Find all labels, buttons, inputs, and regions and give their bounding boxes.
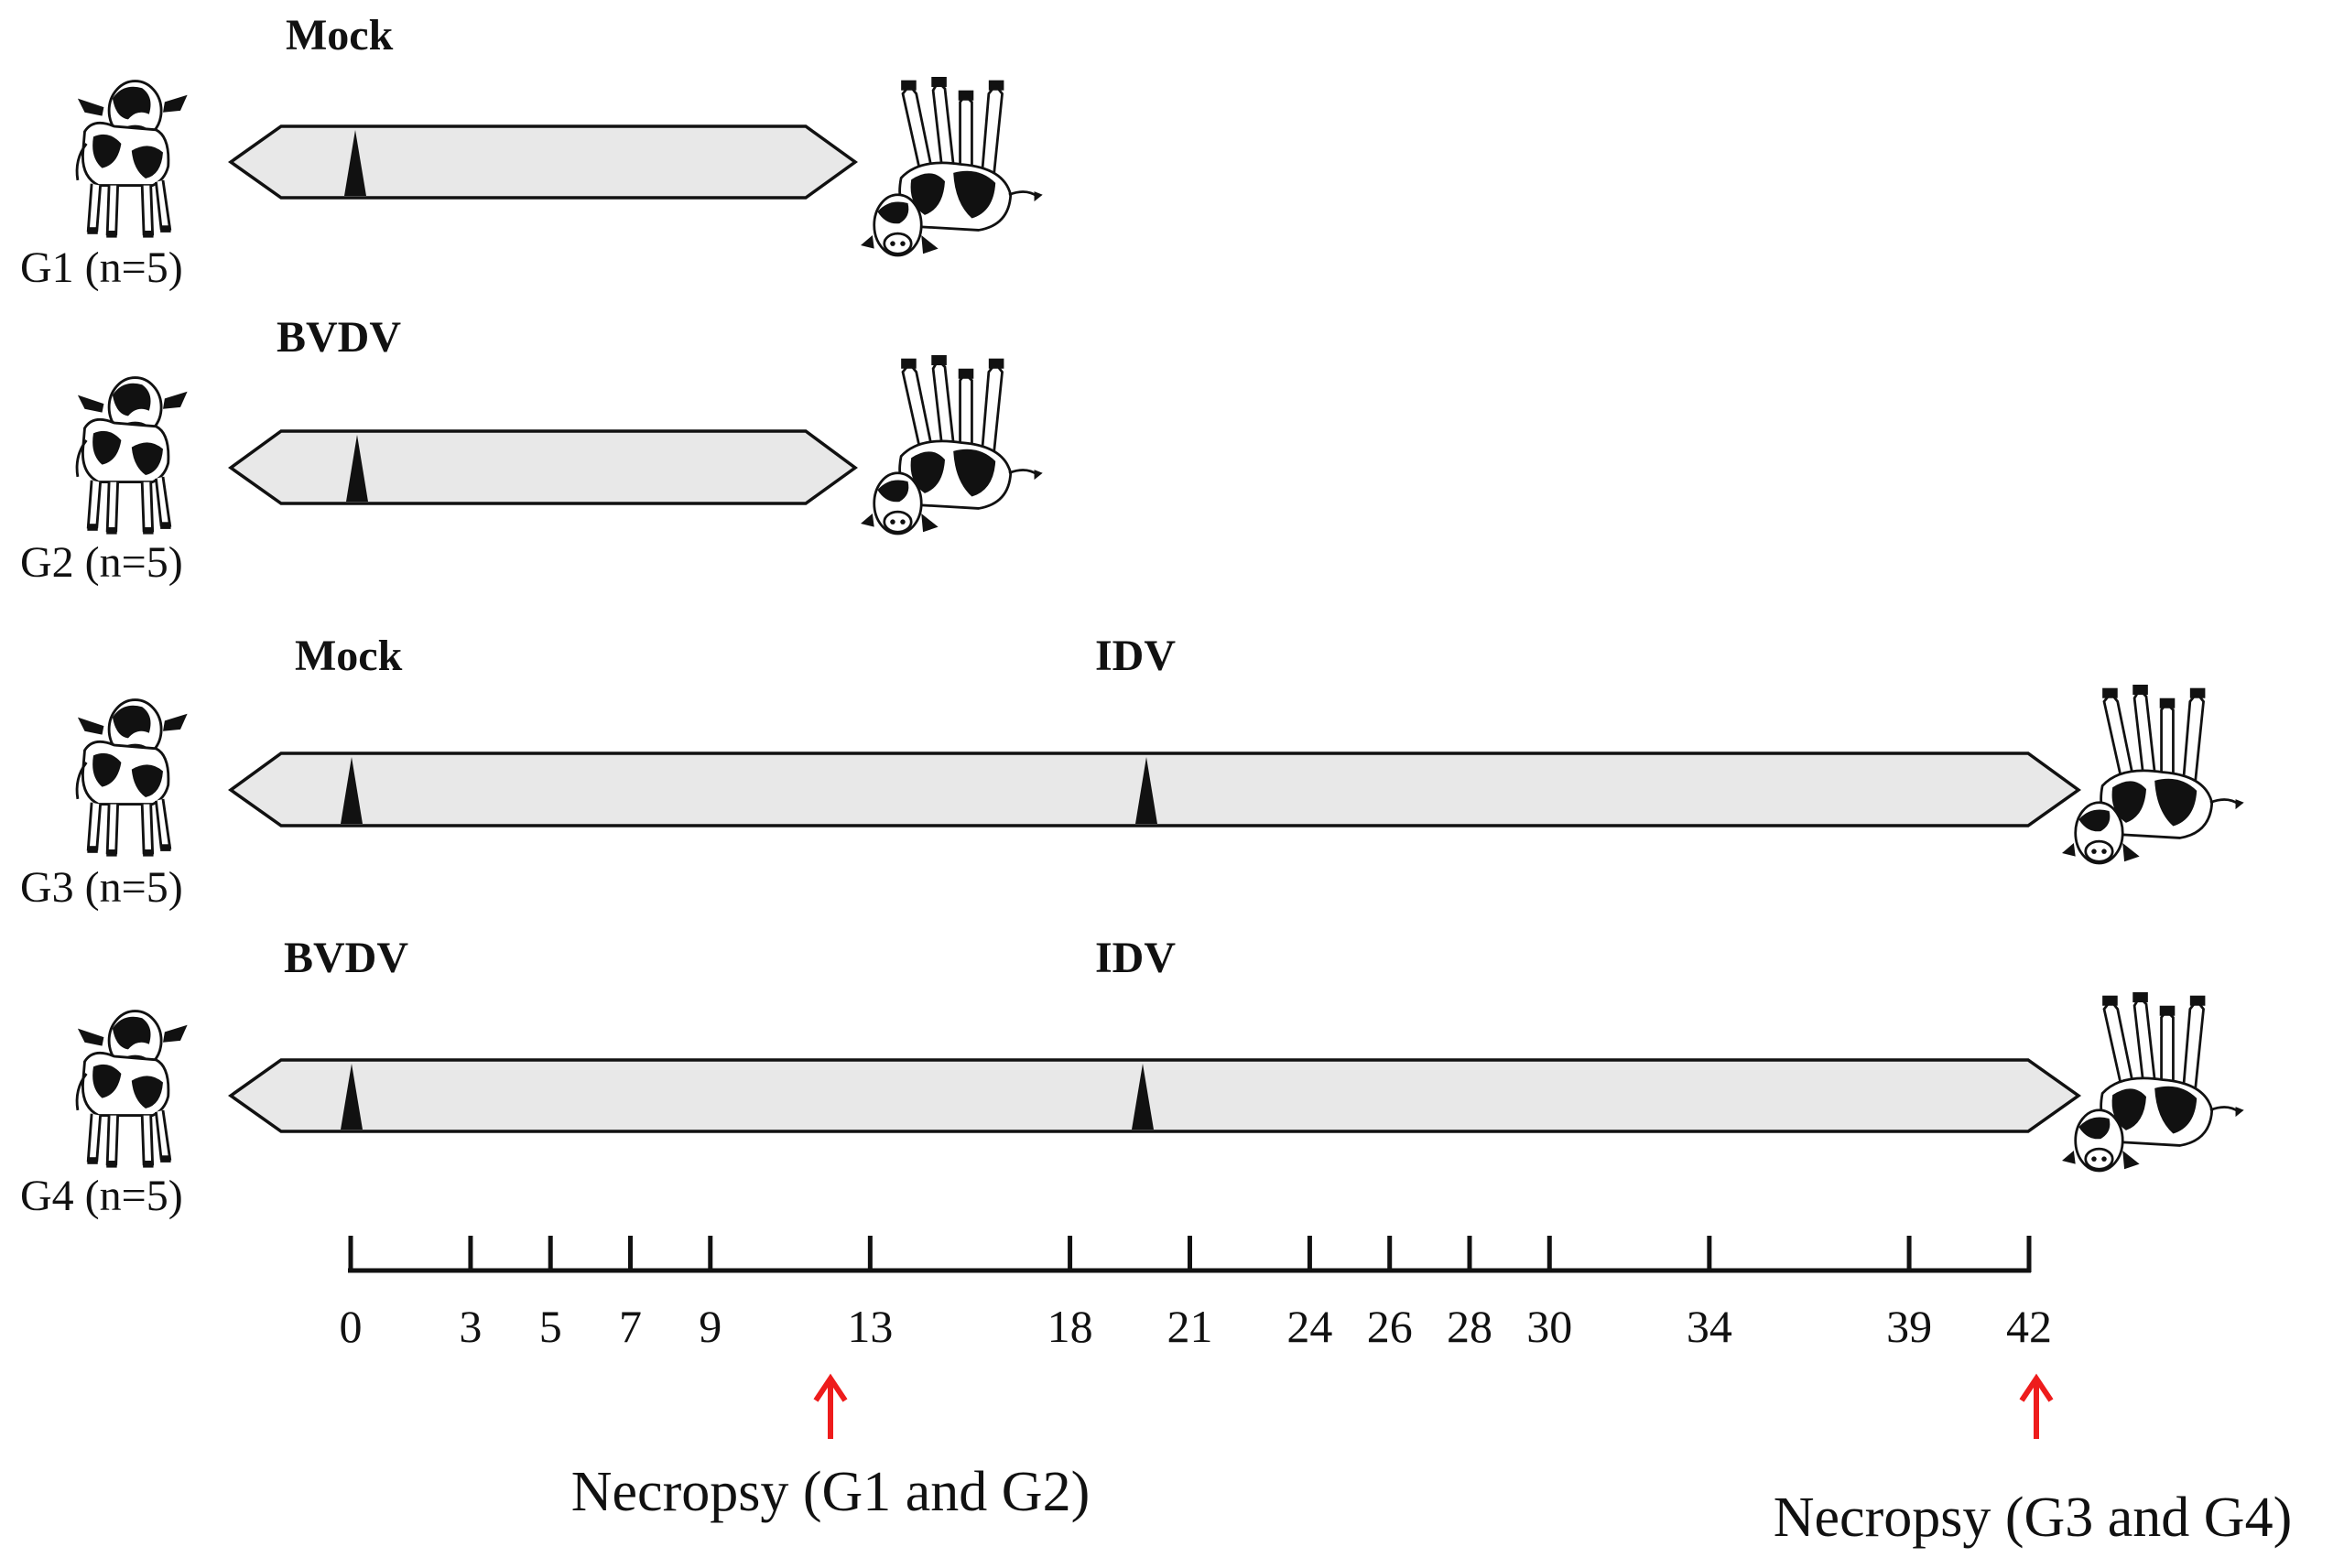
standing-calf-icon: [75, 698, 190, 859]
treatment-label: BVDV: [277, 313, 401, 362]
dead-calf-icon: [2060, 990, 2246, 1173]
triangle-marker-icon: [1135, 757, 1157, 824]
arrow-head: [813, 1373, 848, 1402]
axis-tick-label: 18: [1047, 1301, 1093, 1352]
axis-tick-label: 9: [699, 1301, 722, 1352]
group-label: G1 (n=5): [20, 243, 183, 292]
group-row-g2: G2 (n=5) BVDV: [20, 313, 1045, 587]
treatment-label: BVDV: [284, 934, 408, 982]
triangle-marker-icon: [341, 757, 363, 824]
group-label: G4 (n=5): [20, 1172, 183, 1220]
dead-calf-icon: [859, 75, 1045, 257]
axis-tick-label: 13: [847, 1301, 893, 1352]
axis-tick-label: 30: [1526, 1301, 1572, 1352]
standing-calf-icon: [75, 80, 190, 240]
axis-tick-label: 24: [1286, 1301, 1332, 1352]
group-row-g4: G4 (n=5) BVDV IDV: [20, 934, 2246, 1220]
treatment-label: Mock: [295, 632, 403, 680]
timeline-bar: [227, 752, 2082, 827]
axis-tick-label: 34: [1687, 1301, 1732, 1352]
axis-tick-label: 21: [1167, 1301, 1213, 1352]
group-label: G2 (n=5): [20, 538, 183, 587]
necropsy-markers: Necropsy (G1 and G2) Necropsy (G3 and G4…: [571, 1373, 2292, 1549]
triangle-marker-icon: [341, 1064, 363, 1130]
axis-tick-label: 26: [1367, 1301, 1413, 1352]
group-row-g3: G3 (n=5) Mock IDV: [20, 632, 2246, 912]
necropsy-marker-g1-g2: Necropsy (G1 and G2): [571, 1373, 1090, 1523]
timeline-bar: [227, 124, 858, 200]
treatment-label: IDV: [1095, 632, 1176, 680]
axis-tick-label: 0: [340, 1301, 363, 1352]
axis-tick-label: 5: [539, 1301, 562, 1352]
triangle-marker-icon: [346, 435, 368, 502]
triangle-marker-icon: [344, 130, 366, 196]
standing-calf-icon: [75, 376, 190, 536]
treatment-label: IDV: [1095, 934, 1176, 982]
standing-calf-icon: [75, 1010, 190, 1170]
necropsy-label: Necropsy (G3 and G4): [1774, 1487, 2292, 1549]
axis-tick-label: 7: [619, 1301, 642, 1352]
timeline-bar: [227, 429, 858, 505]
necropsy-marker-g3-g4: Necropsy (G3 and G4): [1774, 1373, 2292, 1549]
dead-calf-icon: [859, 353, 1045, 535]
day-axis: 0 3 5 7 9 13 18 21 24 26 28 30 34 39 42: [340, 1236, 2052, 1352]
group-row-g1: G1 (n=5) Mock: [20, 11, 1045, 292]
dead-calf-icon: [2060, 683, 2246, 865]
triangle-marker-icon: [1132, 1064, 1154, 1130]
axis-tick-label: 28: [1447, 1301, 1492, 1352]
treatment-label: Mock: [286, 11, 394, 59]
necropsy-label: Necropsy (G1 and G2): [571, 1461, 1090, 1523]
axis-tick-label: 39: [1886, 1301, 1932, 1352]
timeline-bar: [227, 1058, 2082, 1133]
arrow-head: [2019, 1373, 2054, 1402]
axis-tick-label: 3: [459, 1301, 482, 1352]
axis-tick-label: 42: [2006, 1301, 2052, 1352]
group-label: G3 (n=5): [20, 863, 183, 912]
